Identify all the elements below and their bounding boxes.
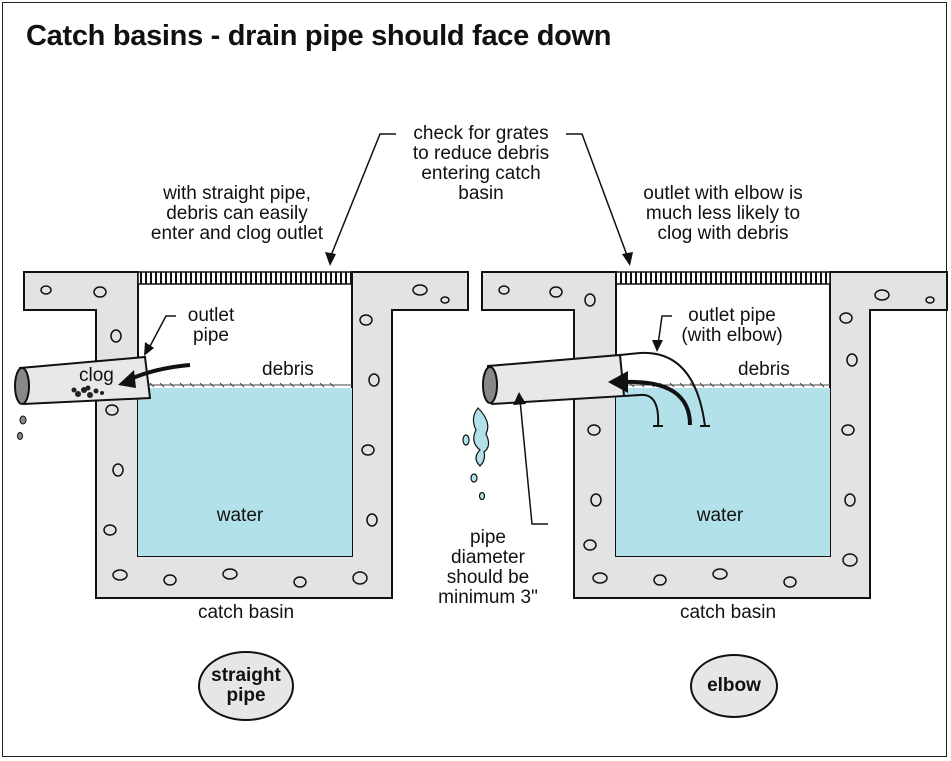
- elbow-outlet-pipe: [462, 351, 710, 501]
- right-concrete-speckles: [498, 285, 935, 588]
- elbow-arrow: [624, 379, 692, 426]
- page-title: Catch basins - drain pipe should face do…: [26, 20, 612, 52]
- clog-debris: [71, 385, 104, 398]
- left-basin-water: [138, 388, 352, 556]
- water-label-left: water: [216, 505, 264, 526]
- debris-label-right: debris: [738, 359, 790, 380]
- elbow-note: outlet with elbow is much less likely to…: [643, 183, 803, 244]
- left-concrete-speckles: [40, 284, 450, 588]
- elbow-arrow-head: [608, 371, 628, 393]
- clog-arrow-head: [118, 370, 136, 388]
- outlet-pipe-elbow-label: outlet pipe (with elbow): [681, 305, 783, 346]
- clog-label: clog: [79, 365, 114, 386]
- right-grate: [615, 271, 831, 285]
- water-label-right: water: [696, 505, 744, 526]
- water-splash: [462, 407, 490, 501]
- pipe-diameter-note: pipe diameter should be minimum 3": [438, 527, 538, 608]
- elbow-badge: elbow: [690, 654, 778, 718]
- left-debris: [138, 382, 352, 388]
- debris-label-left: debris: [262, 359, 314, 380]
- drips-left: [17, 415, 27, 440]
- straight-pipe-badge: straight pipe: [198, 651, 294, 721]
- left-catch-basin: [23, 271, 469, 599]
- leader-lines: [147, 133, 672, 525]
- right-catch-basin: [481, 271, 948, 599]
- right-basin-water: [616, 388, 830, 556]
- leader-arrowheads: [144, 252, 663, 405]
- straight-outlet-pipe: [14, 355, 191, 440]
- grates-note: check for grates to reduce debris enteri…: [412, 123, 550, 204]
- catch-basin-label-right: catch basin: [679, 602, 777, 623]
- left-grate: [137, 271, 353, 285]
- catch-basin-label-left: catch basin: [197, 602, 295, 623]
- outlet-pipe-label: outlet pipe: [187, 305, 235, 346]
- straight-pipe-note: with straight pipe, debris can easily en…: [150, 183, 324, 244]
